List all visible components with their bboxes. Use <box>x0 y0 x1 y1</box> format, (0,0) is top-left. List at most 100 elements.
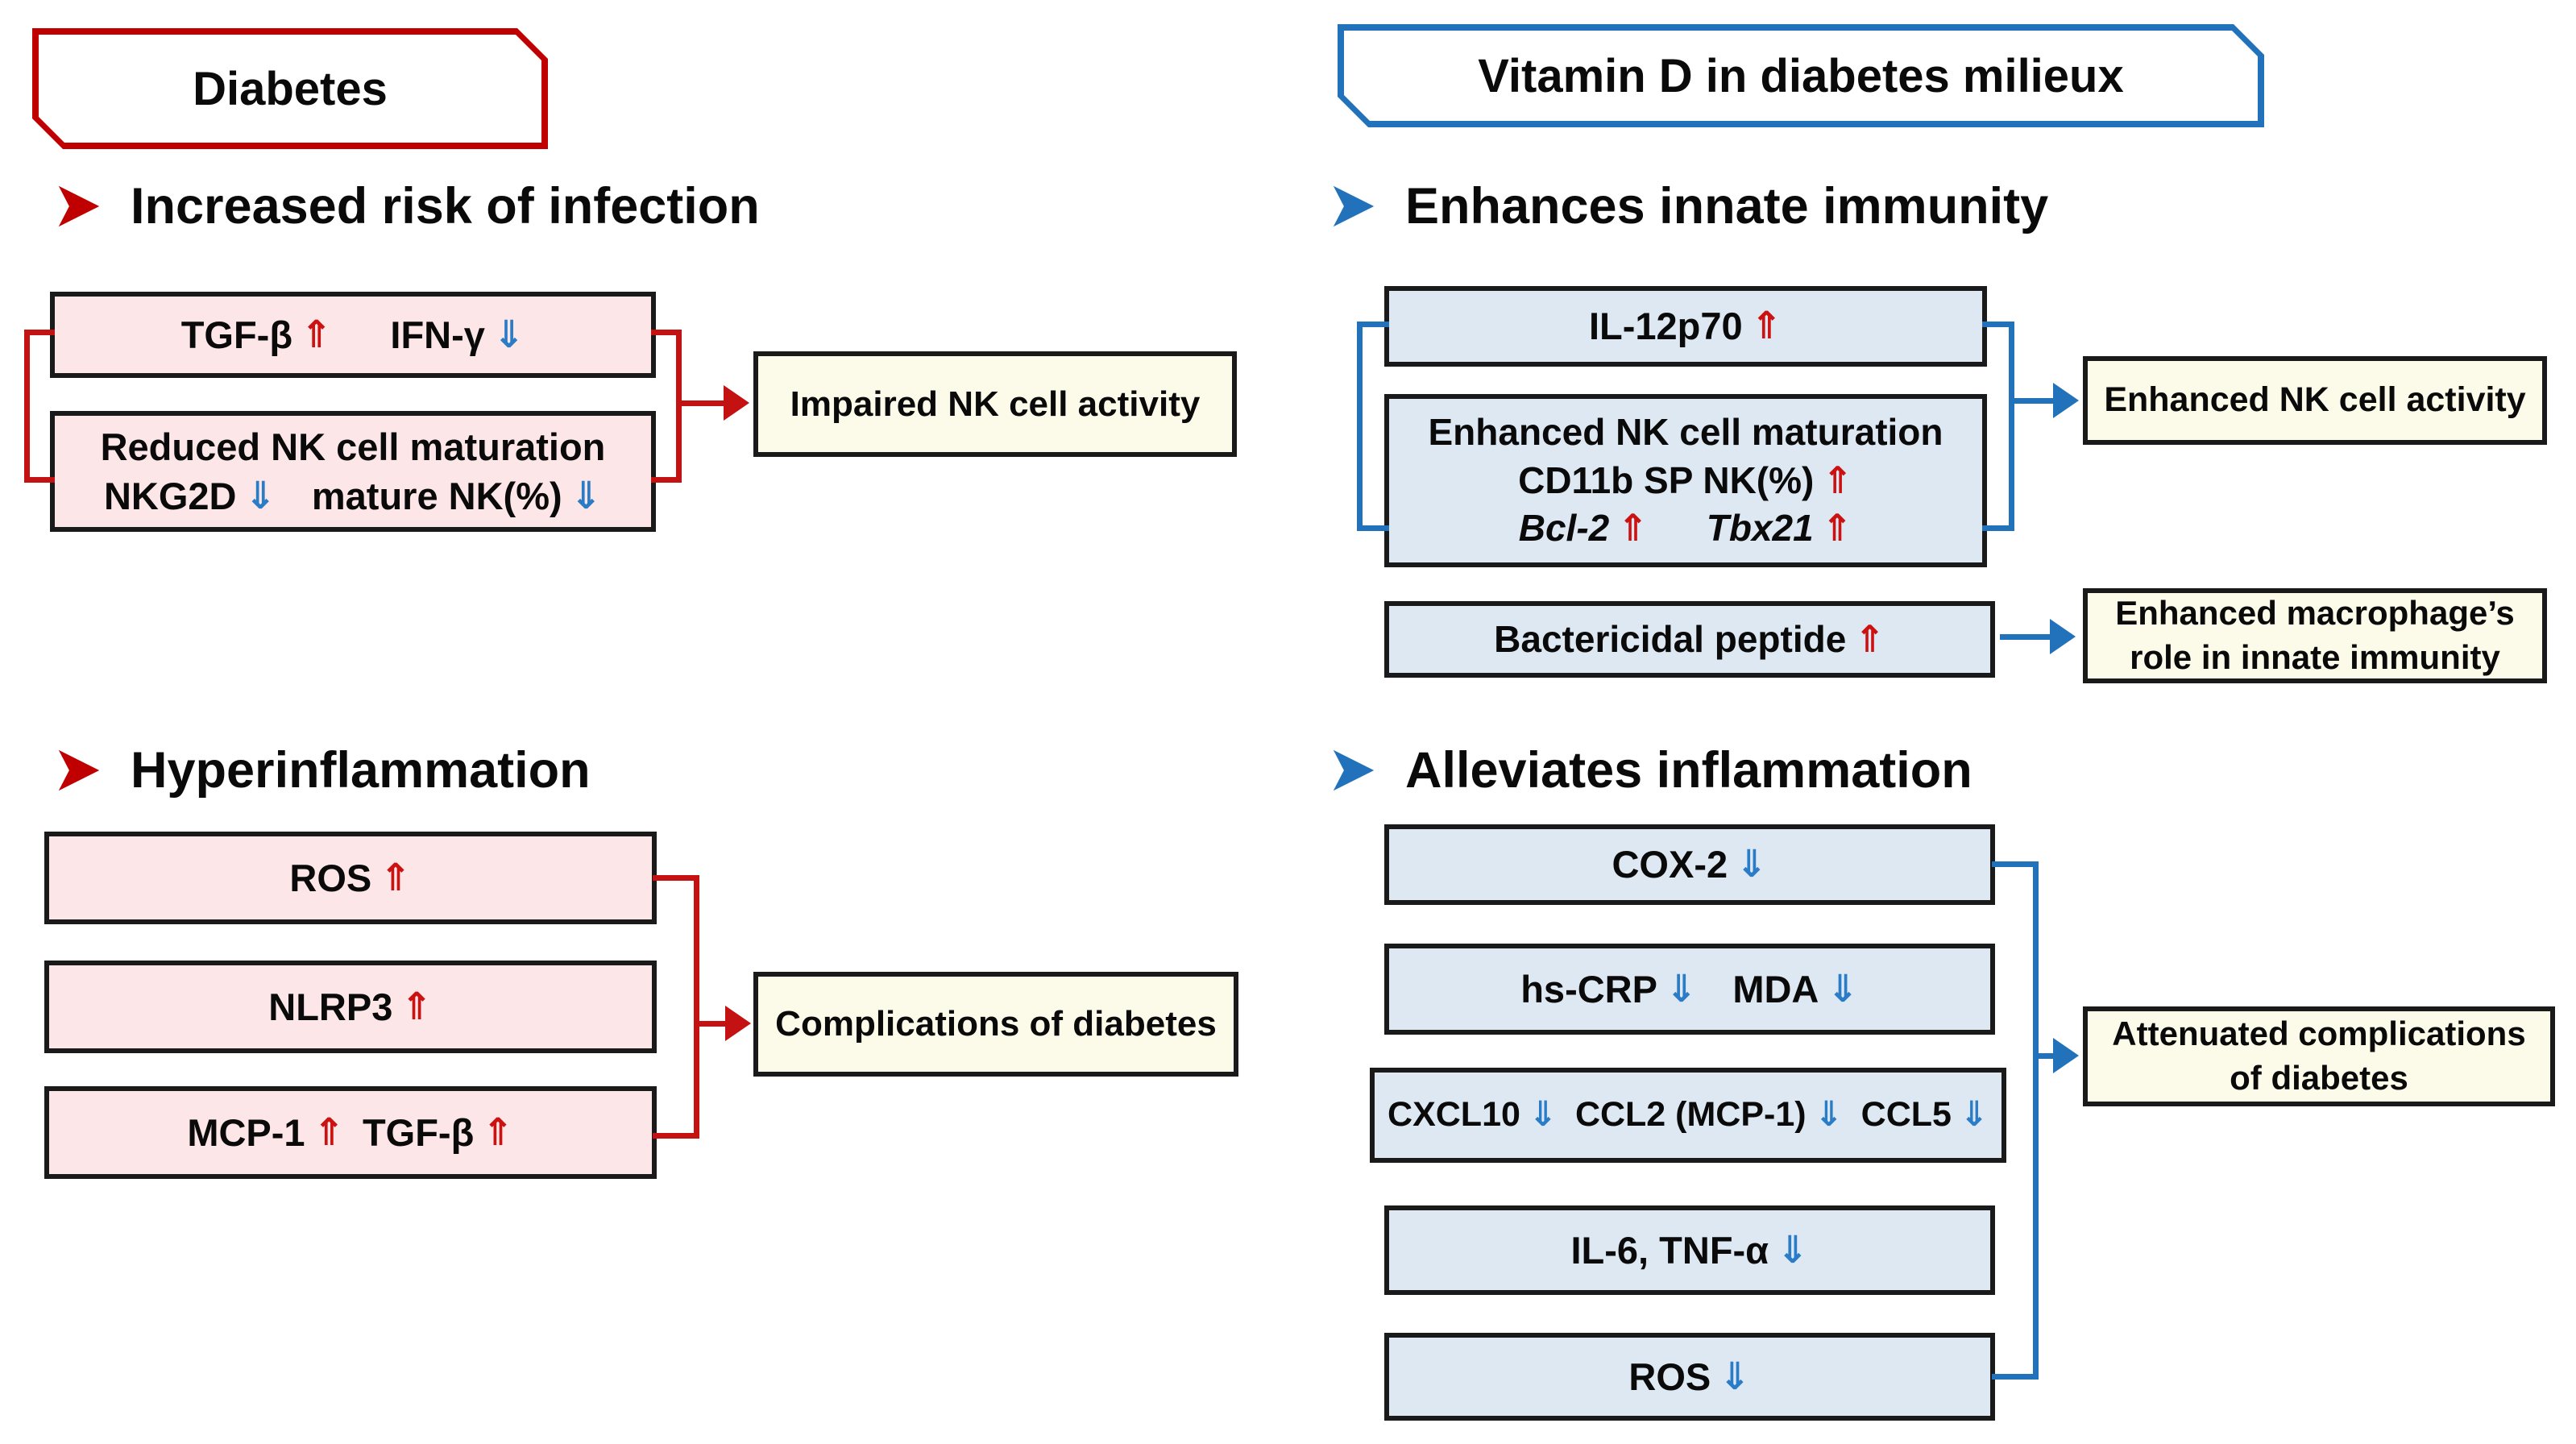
attenuated-line1: Attenuated complications <box>2112 1015 2526 1053</box>
blue-arrowhead-icon <box>2050 619 2076 654</box>
mcp1-label: MCP-1 <box>187 1110 305 1154</box>
il12p70-box: IL-12p70 ⇑ <box>1384 286 1987 367</box>
up-arrow-icon: ⇑ <box>482 1110 514 1155</box>
down-arrow-icon: ⇓ <box>570 474 603 518</box>
down-arrow-icon: ⇓ <box>1719 1354 1751 1399</box>
section-heading: Increased risk of infection <box>131 178 760 234</box>
section-heading: Alleviates inflammation <box>1405 742 1972 799</box>
impaired-nk-label: Impaired NK cell activity <box>790 384 1201 424</box>
connector-line <box>651 330 682 335</box>
up-arrow-icon: ⇑ <box>1750 304 1783 349</box>
red-arrowhead-bullet-icon <box>56 182 102 230</box>
bactericidal-label: Bactericidal peptide <box>1494 617 1847 660</box>
enh-nk-line1: Enhanced NK cell maturation <box>1428 410 1943 453</box>
blue-arrowhead-bullet-icon <box>1331 746 1376 795</box>
il6-tnf-box: IL-6, TNF-α ⇓ <box>1384 1205 1995 1295</box>
il6-tnf-label: IL-6, TNF-α <box>1570 1228 1769 1272</box>
nlrp3-label: NLRP3 <box>268 985 393 1028</box>
enhanced-macrophage-box: Enhanced macrophage’s role in innate imm… <box>2083 588 2547 683</box>
attenuated-line2: of diabetes <box>2230 1059 2408 1097</box>
macrophage-line2: role in innate immunity <box>2130 638 2500 676</box>
up-arrow-icon: ⇑ <box>1617 506 1649 550</box>
section-enhances-innate: Enhances innate immunity <box>1331 177 2048 235</box>
connector-line <box>2033 1053 2056 1059</box>
connector-line <box>676 330 682 483</box>
nkg2d-label: NKG2D <box>103 475 237 517</box>
reduced-nk-line: Reduced NK cell maturation <box>100 425 606 468</box>
blue-arrowhead-icon <box>2053 383 2079 418</box>
red-arrowhead-icon <box>725 1006 751 1041</box>
section-increased-risk: Increased risk of infection <box>56 177 760 235</box>
diabetes-header-title: Diabetes <box>193 62 388 115</box>
connector-line <box>651 477 682 483</box>
cxcl10-label: CXCL10 <box>1388 1095 1520 1135</box>
cox2-label: COX-2 <box>1612 843 1728 886</box>
connector-line <box>1357 525 1389 531</box>
down-arrow-icon: ⇓ <box>244 474 276 518</box>
blue-arrowhead-icon <box>2053 1038 2079 1073</box>
down-arrow-icon: ⇓ <box>492 312 525 357</box>
complications-label: Complications of diabetes <box>775 1004 1217 1044</box>
blue-arrowhead-bullet-icon <box>1331 182 1376 230</box>
mature-nk-label: mature NK(%) <box>311 475 562 517</box>
up-arrow-icon: ⇑ <box>380 855 412 900</box>
down-arrow-icon: ⇓ <box>1528 1094 1558 1135</box>
connector-line <box>1982 322 2014 327</box>
connector-line <box>682 400 725 406</box>
tbx21-label: Tbx21 <box>1706 507 1814 550</box>
hscrp-label: hs-CRP <box>1520 967 1657 1010</box>
diabetes-header-fill: Diabetes <box>39 35 541 143</box>
ccl2-label: CCL2 (MCP-1) <box>1574 1095 1807 1135</box>
section-hyperinflammation: Hyperinflammation <box>56 741 591 799</box>
complications-box: Complications of diabetes <box>753 972 1238 1077</box>
ros-box: ROS ⇑ <box>44 832 657 924</box>
ccl5-label: CCL5 <box>1860 1095 1952 1135</box>
up-arrow-icon: ⇑ <box>1854 616 1885 661</box>
attenuated-complications-box: Attenuated complications of diabetes <box>2083 1006 2555 1106</box>
enhanced-nk-activity-label: Enhanced NK cell activity <box>2104 380 2526 420</box>
cd11b-label: CD11b SP NK(%) <box>1518 459 1815 501</box>
enhanced-nk-maturation-box: Enhanced NK cell maturation CD11b SP NK(… <box>1384 394 1987 567</box>
connector-line <box>694 875 699 1139</box>
mda-label: MDA <box>1732 967 1819 1010</box>
red-arrowhead-icon <box>724 385 749 421</box>
tgf-label: TGF-β <box>180 313 293 356</box>
section-heading: Hyperinflammation <box>131 742 591 799</box>
connector-line <box>2033 861 2039 1380</box>
impaired-nk-activity-box: Impaired NK cell activity <box>753 351 1237 457</box>
down-arrow-icon: ⇓ <box>1814 1094 1844 1135</box>
tgf-ifn-box: TGF-β ⇑ IFN-γ ⇓ <box>50 292 656 378</box>
up-arrow-icon: ⇑ <box>400 984 433 1029</box>
ifn-label: IFN-γ <box>390 313 485 356</box>
down-arrow-icon: ⇓ <box>1777 1227 1809 1272</box>
tgfb-label: TGF-β <box>362 1110 475 1154</box>
down-arrow-icon: ⇓ <box>1959 1094 1989 1135</box>
connector-line <box>1357 322 1389 327</box>
connector-line <box>24 477 55 483</box>
connector-line <box>2014 398 2055 404</box>
connector-line <box>2009 322 2014 531</box>
vitamind-header-badge: Vitamin D in diabetes milieux <box>1338 24 2264 127</box>
up-arrow-icon: ⇑ <box>301 312 333 357</box>
connector-line <box>1357 322 1363 531</box>
vitamind-header-fill: Vitamin D in diabetes milieux <box>1344 31 2258 121</box>
connector-line <box>24 330 30 483</box>
il12p70-label: IL-12p70 <box>1588 305 1743 348</box>
ros-down-label: ROS <box>1628 1355 1711 1398</box>
connector-line <box>653 875 699 881</box>
up-arrow-icon: ⇑ <box>1822 458 1853 502</box>
connector-line <box>2000 634 2051 640</box>
connector-line <box>653 1133 699 1139</box>
connector-line <box>24 330 55 335</box>
ros-label: ROS <box>289 856 372 899</box>
section-heading: Enhances innate immunity <box>1405 178 2049 234</box>
bactericidal-peptide-box: Bactericidal peptide ⇑ <box>1384 601 1995 678</box>
down-arrow-icon: ⇓ <box>1665 966 1698 1011</box>
section-alleviates-inflammation: Alleviates inflammation <box>1331 741 1972 799</box>
diabetes-header-badge: Diabetes <box>32 28 548 149</box>
macrophage-line1: Enhanced macrophage’s <box>2115 594 2515 633</box>
connector-line <box>1992 1374 2039 1380</box>
vitamind-header-title: Vitamin D in diabetes milieux <box>1478 49 2124 102</box>
nlrp3-box: NLRP3 ⇑ <box>44 961 657 1053</box>
connector-line <box>694 1021 728 1027</box>
